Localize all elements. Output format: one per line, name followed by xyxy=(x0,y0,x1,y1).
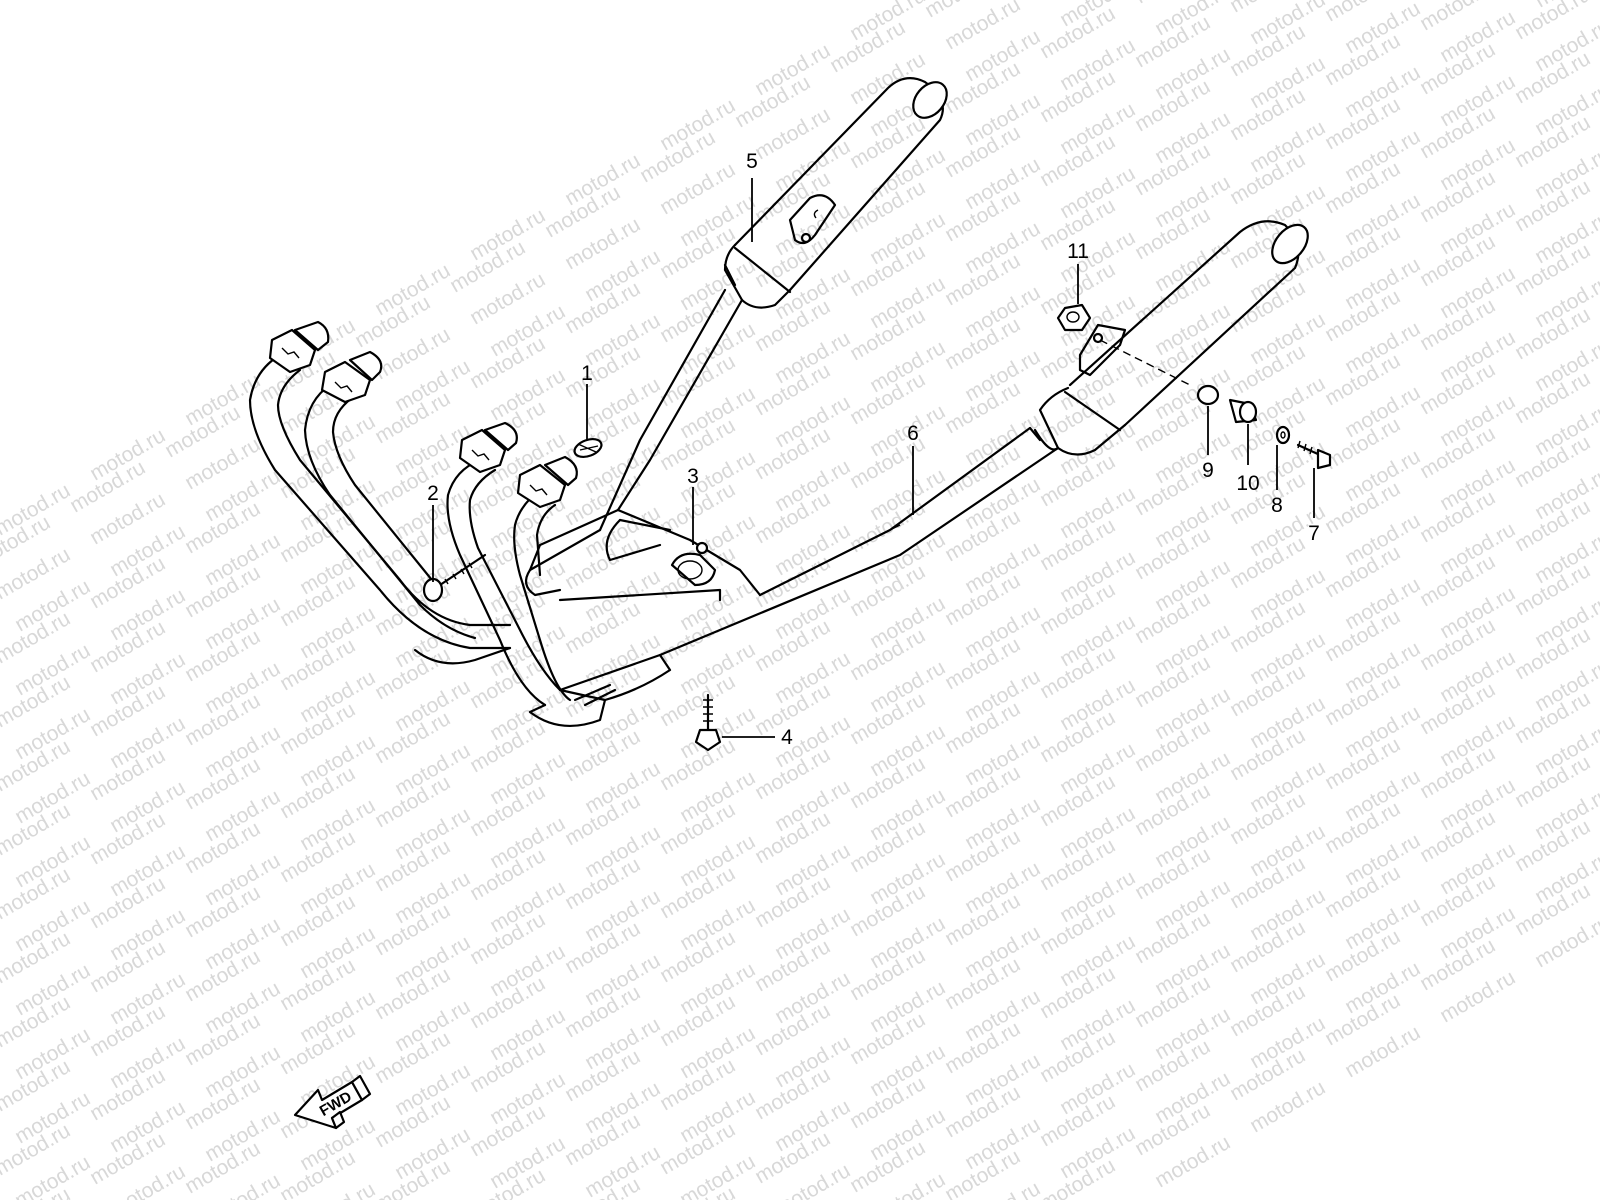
callout-label-7: 7 xyxy=(1308,522,1320,545)
callout-label-4: 4 xyxy=(781,726,793,749)
nut-11[interactable] xyxy=(1056,303,1092,332)
callouts: 1 2 3 4 5 6 7 8 9 10 11 xyxy=(427,150,1320,749)
callout-label-11: 11 xyxy=(1067,240,1089,263)
callout-label-5: 5 xyxy=(746,150,758,173)
callout-label-9: 9 xyxy=(1202,459,1214,482)
gasket[interactable] xyxy=(572,436,604,461)
header-flanges[interactable] xyxy=(268,320,578,509)
callout-label-3: 3 xyxy=(687,465,699,488)
bolt-7[interactable] xyxy=(1296,440,1332,470)
bushing-9[interactable] xyxy=(1196,384,1220,406)
bolt-4[interactable] xyxy=(694,693,722,752)
callout-label-8: 8 xyxy=(1271,494,1283,517)
exhaust-headers[interactable] xyxy=(248,353,607,727)
callout-label-10: 10 xyxy=(1236,472,1259,495)
callout-label-6: 6 xyxy=(907,422,919,445)
fwd-arrow-icon: FWD xyxy=(293,1074,372,1130)
link-pipe-left[interactable] xyxy=(598,288,744,532)
link-pipe-right[interactable] xyxy=(658,426,1060,657)
callout-label-2: 2 xyxy=(427,482,439,505)
collar-10[interactable] xyxy=(1228,398,1258,424)
washer-8[interactable] xyxy=(1275,425,1291,445)
callout-label-1: 1 xyxy=(581,362,593,385)
bolt-2[interactable] xyxy=(422,553,487,603)
clamp[interactable] xyxy=(670,541,717,587)
collector[interactable] xyxy=(524,508,762,707)
